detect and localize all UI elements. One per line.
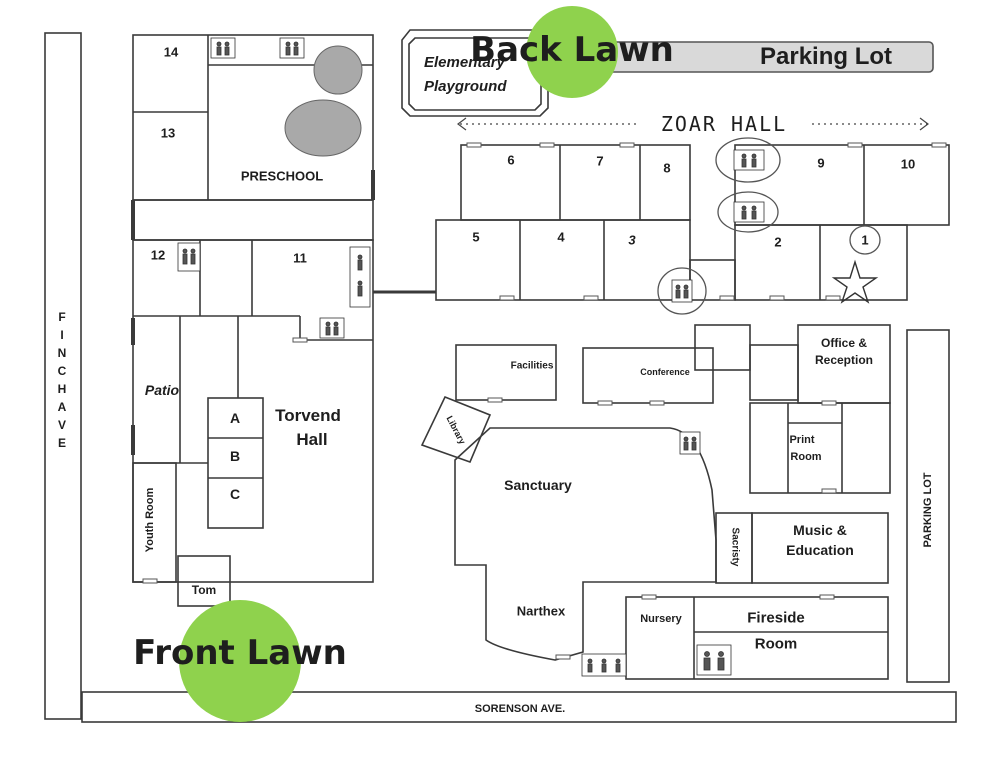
playground-label-line2: Playground <box>424 78 507 95</box>
play-area-small <box>313 45 363 95</box>
conference-label: Conference <box>640 367 690 377</box>
room-6: 6 <box>507 152 515 168</box>
room-1: 1 <box>861 232 869 248</box>
music-education-line1: Music & <box>793 522 847 538</box>
sacristy-label: Sacristy <box>729 527 741 567</box>
room-11: 11 <box>293 250 307 266</box>
torvend-hall-line1: Torvend <box>275 406 341 425</box>
restroom-icon <box>349 246 371 308</box>
office-reception-line1: Office & <box>820 336 868 350</box>
front-lawn-marker <box>179 600 301 722</box>
room-13: 13 <box>160 125 176 141</box>
right-parking-strip <box>906 329 950 683</box>
back-lawn-label: Back Lawn <box>470 30 674 70</box>
fireside-room-line1: Fireside <box>747 609 805 627</box>
sorenson-ave-label: SORENSON AVE. <box>474 703 566 715</box>
room-1-circle <box>849 225 881 255</box>
restroom-icon <box>733 201 765 223</box>
music-education-line2: Education <box>786 542 854 558</box>
restroom-icon <box>696 644 732 676</box>
sorenson-ave-strip <box>81 691 957 723</box>
restroom-icon <box>319 317 345 339</box>
room-b: B <box>229 448 241 464</box>
front-lawn-label: Front Lawn <box>133 633 347 673</box>
room-3: 3 <box>628 232 636 248</box>
restroom-icon <box>671 279 693 303</box>
print-room-line2: Room <box>790 451 822 463</box>
preschool-label: PRESCHOOL <box>240 168 324 184</box>
sanctuary-outline <box>454 427 717 661</box>
torvend-hall-line2: Hall <box>296 430 328 449</box>
office-reception-line2: Reception <box>814 353 874 367</box>
room-7: 7 <box>596 153 604 169</box>
patio-label: Patio <box>144 382 180 398</box>
youth-room-label: Youth Room <box>144 487 156 553</box>
restroom-icon <box>679 431 701 455</box>
back-lawn-marker <box>526 6 618 98</box>
zoar-hall-label: ZOAR HALL <box>660 112 788 136</box>
room-12: 12 <box>150 247 166 263</box>
restroom-icon <box>210 37 236 59</box>
playground-label-line1: Elementary <box>424 54 505 71</box>
finch-ave-strip <box>44 32 82 720</box>
room-14: 14 <box>163 44 179 60</box>
print-room-line1: Print <box>789 434 815 446</box>
parking-lot-top-label: Parking Lot <box>759 43 893 70</box>
finch-ave-label: F I N C H A V E <box>57 310 67 450</box>
restroom-circle-2 <box>717 191 779 233</box>
room-9: 9 <box>817 155 825 171</box>
nursery-label: Nursery <box>640 613 682 625</box>
fireside-room-line2: Room <box>754 635 798 653</box>
star-icon <box>831 259 879 304</box>
sanctuary-label: Sanctuary <box>504 477 572 493</box>
restroom-icon <box>279 37 305 59</box>
restroom-icon <box>733 149 765 171</box>
library-room <box>420 395 492 464</box>
room-5: 5 <box>472 229 480 245</box>
room-4: 4 <box>557 229 565 245</box>
room-2: 2 <box>774 234 782 250</box>
restroom-icon <box>177 242 201 272</box>
parking-lot-right-label: PARKING LOT <box>922 472 934 548</box>
narthex-label: Narthex <box>516 603 566 619</box>
restroom-circle-3 <box>657 267 707 315</box>
room-c: C <box>229 486 241 502</box>
tom-room-label: Tom <box>191 583 217 597</box>
room-a: A <box>229 410 241 426</box>
play-area-large <box>284 99 362 157</box>
restroom-circle-9 <box>715 137 781 183</box>
room-8: 8 <box>663 160 671 176</box>
restroom-icon <box>581 653 627 677</box>
room-10: 10 <box>900 156 916 172</box>
facilities-label: Facilities <box>510 360 554 372</box>
